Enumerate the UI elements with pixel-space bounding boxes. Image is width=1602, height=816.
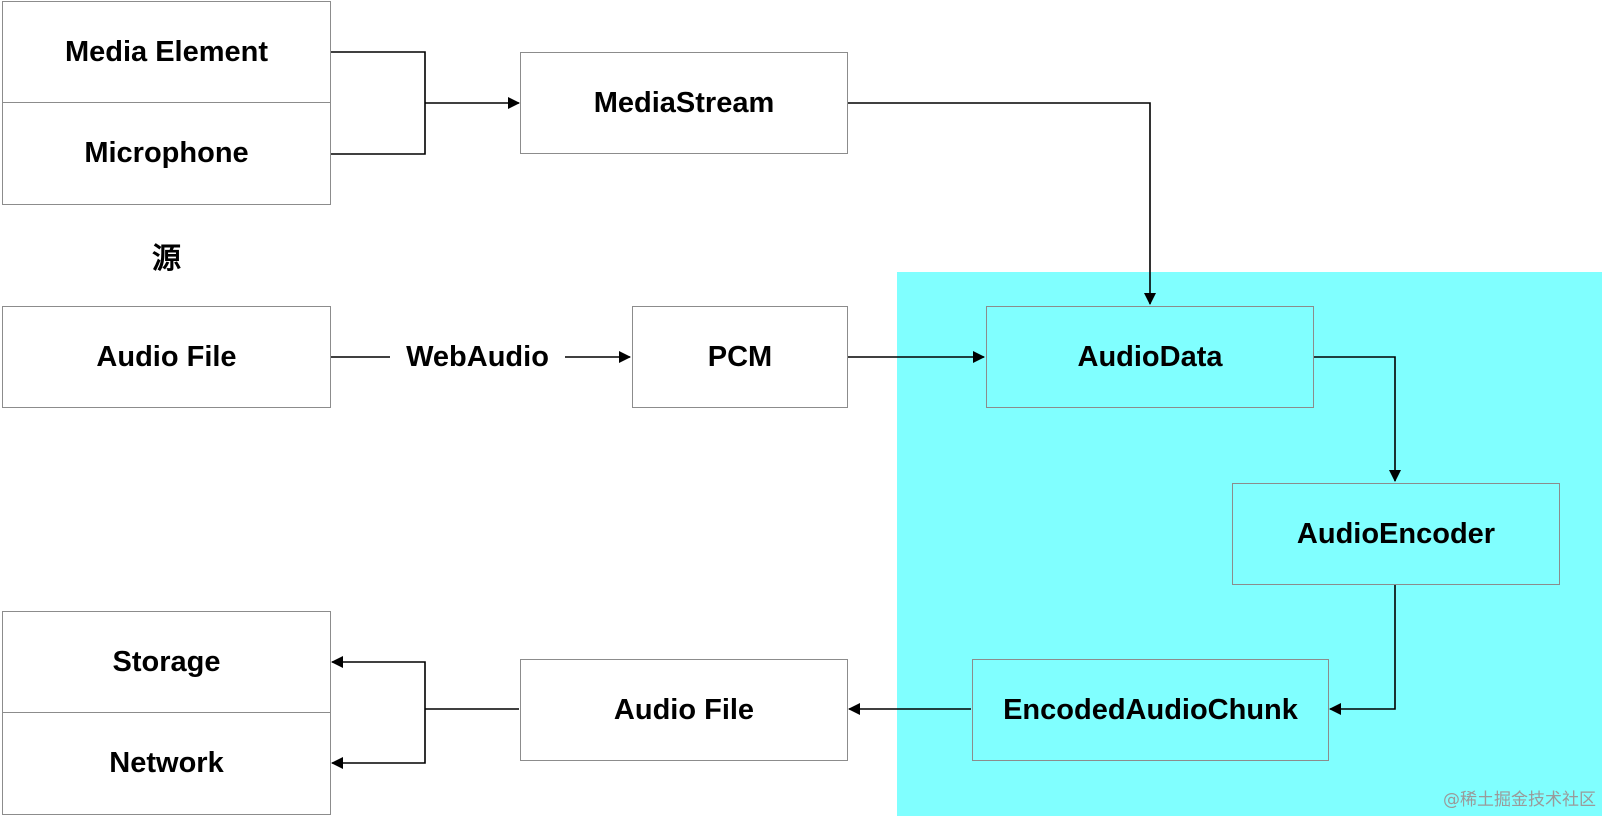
- microphone-label: Microphone: [84, 137, 249, 169]
- audiodata-box: AudioData: [986, 306, 1314, 408]
- source-label: 源: [151, 241, 181, 275]
- encoder-to-chunk-arrow: [1329, 584, 1396, 715]
- audiodata-to-encoder-arrow: [1314, 356, 1401, 482]
- network-label: Network: [109, 747, 224, 779]
- webaudio-label: WebAudio: [406, 340, 549, 373]
- storage-label: Storage: [112, 645, 221, 678]
- audioencoder-box: AudioEncoder: [1232, 483, 1560, 585]
- audio-file-source-box: Audio File: [2, 306, 331, 408]
- media-element-box: Media Element: [2, 1, 331, 103]
- pcm-label: PCM: [707, 340, 773, 373]
- audio-file-source-label: Audio File: [96, 340, 237, 373]
- audio-file-output-label: Audio File: [613, 693, 755, 726]
- microphone-box: Microphone: [2, 102, 331, 205]
- encoded-audio-chunk-box: EncodedAudioChunk: [972, 659, 1329, 761]
- media-element-label: Media Element: [64, 35, 269, 68]
- branch-to-storage-arrow: [331, 656, 426, 709]
- microphone-connector: [330, 103, 426, 155]
- storage-box: Storage: [2, 611, 331, 713]
- encoded-audio-chunk-label: EncodedAudioChunk: [1003, 693, 1298, 726]
- audiodata-label: AudioData: [1077, 340, 1223, 373]
- network-box: Network: [2, 712, 331, 815]
- mediastream-label: MediaStream: [593, 86, 775, 119]
- watermark-text: @稀土掘金技术社区: [1443, 790, 1596, 810]
- mediastream-box: MediaStream: [520, 52, 848, 154]
- audio-file-output-box: Audio File: [520, 659, 848, 761]
- branch-to-network-arrow: [331, 709, 426, 769]
- mediastream-to-audiodata-arrow: [848, 102, 1156, 305]
- pcm-box: PCM: [632, 306, 848, 408]
- media-element-connector: [330, 51, 426, 103]
- audioencoder-label: AudioEncoder: [1296, 517, 1496, 550]
